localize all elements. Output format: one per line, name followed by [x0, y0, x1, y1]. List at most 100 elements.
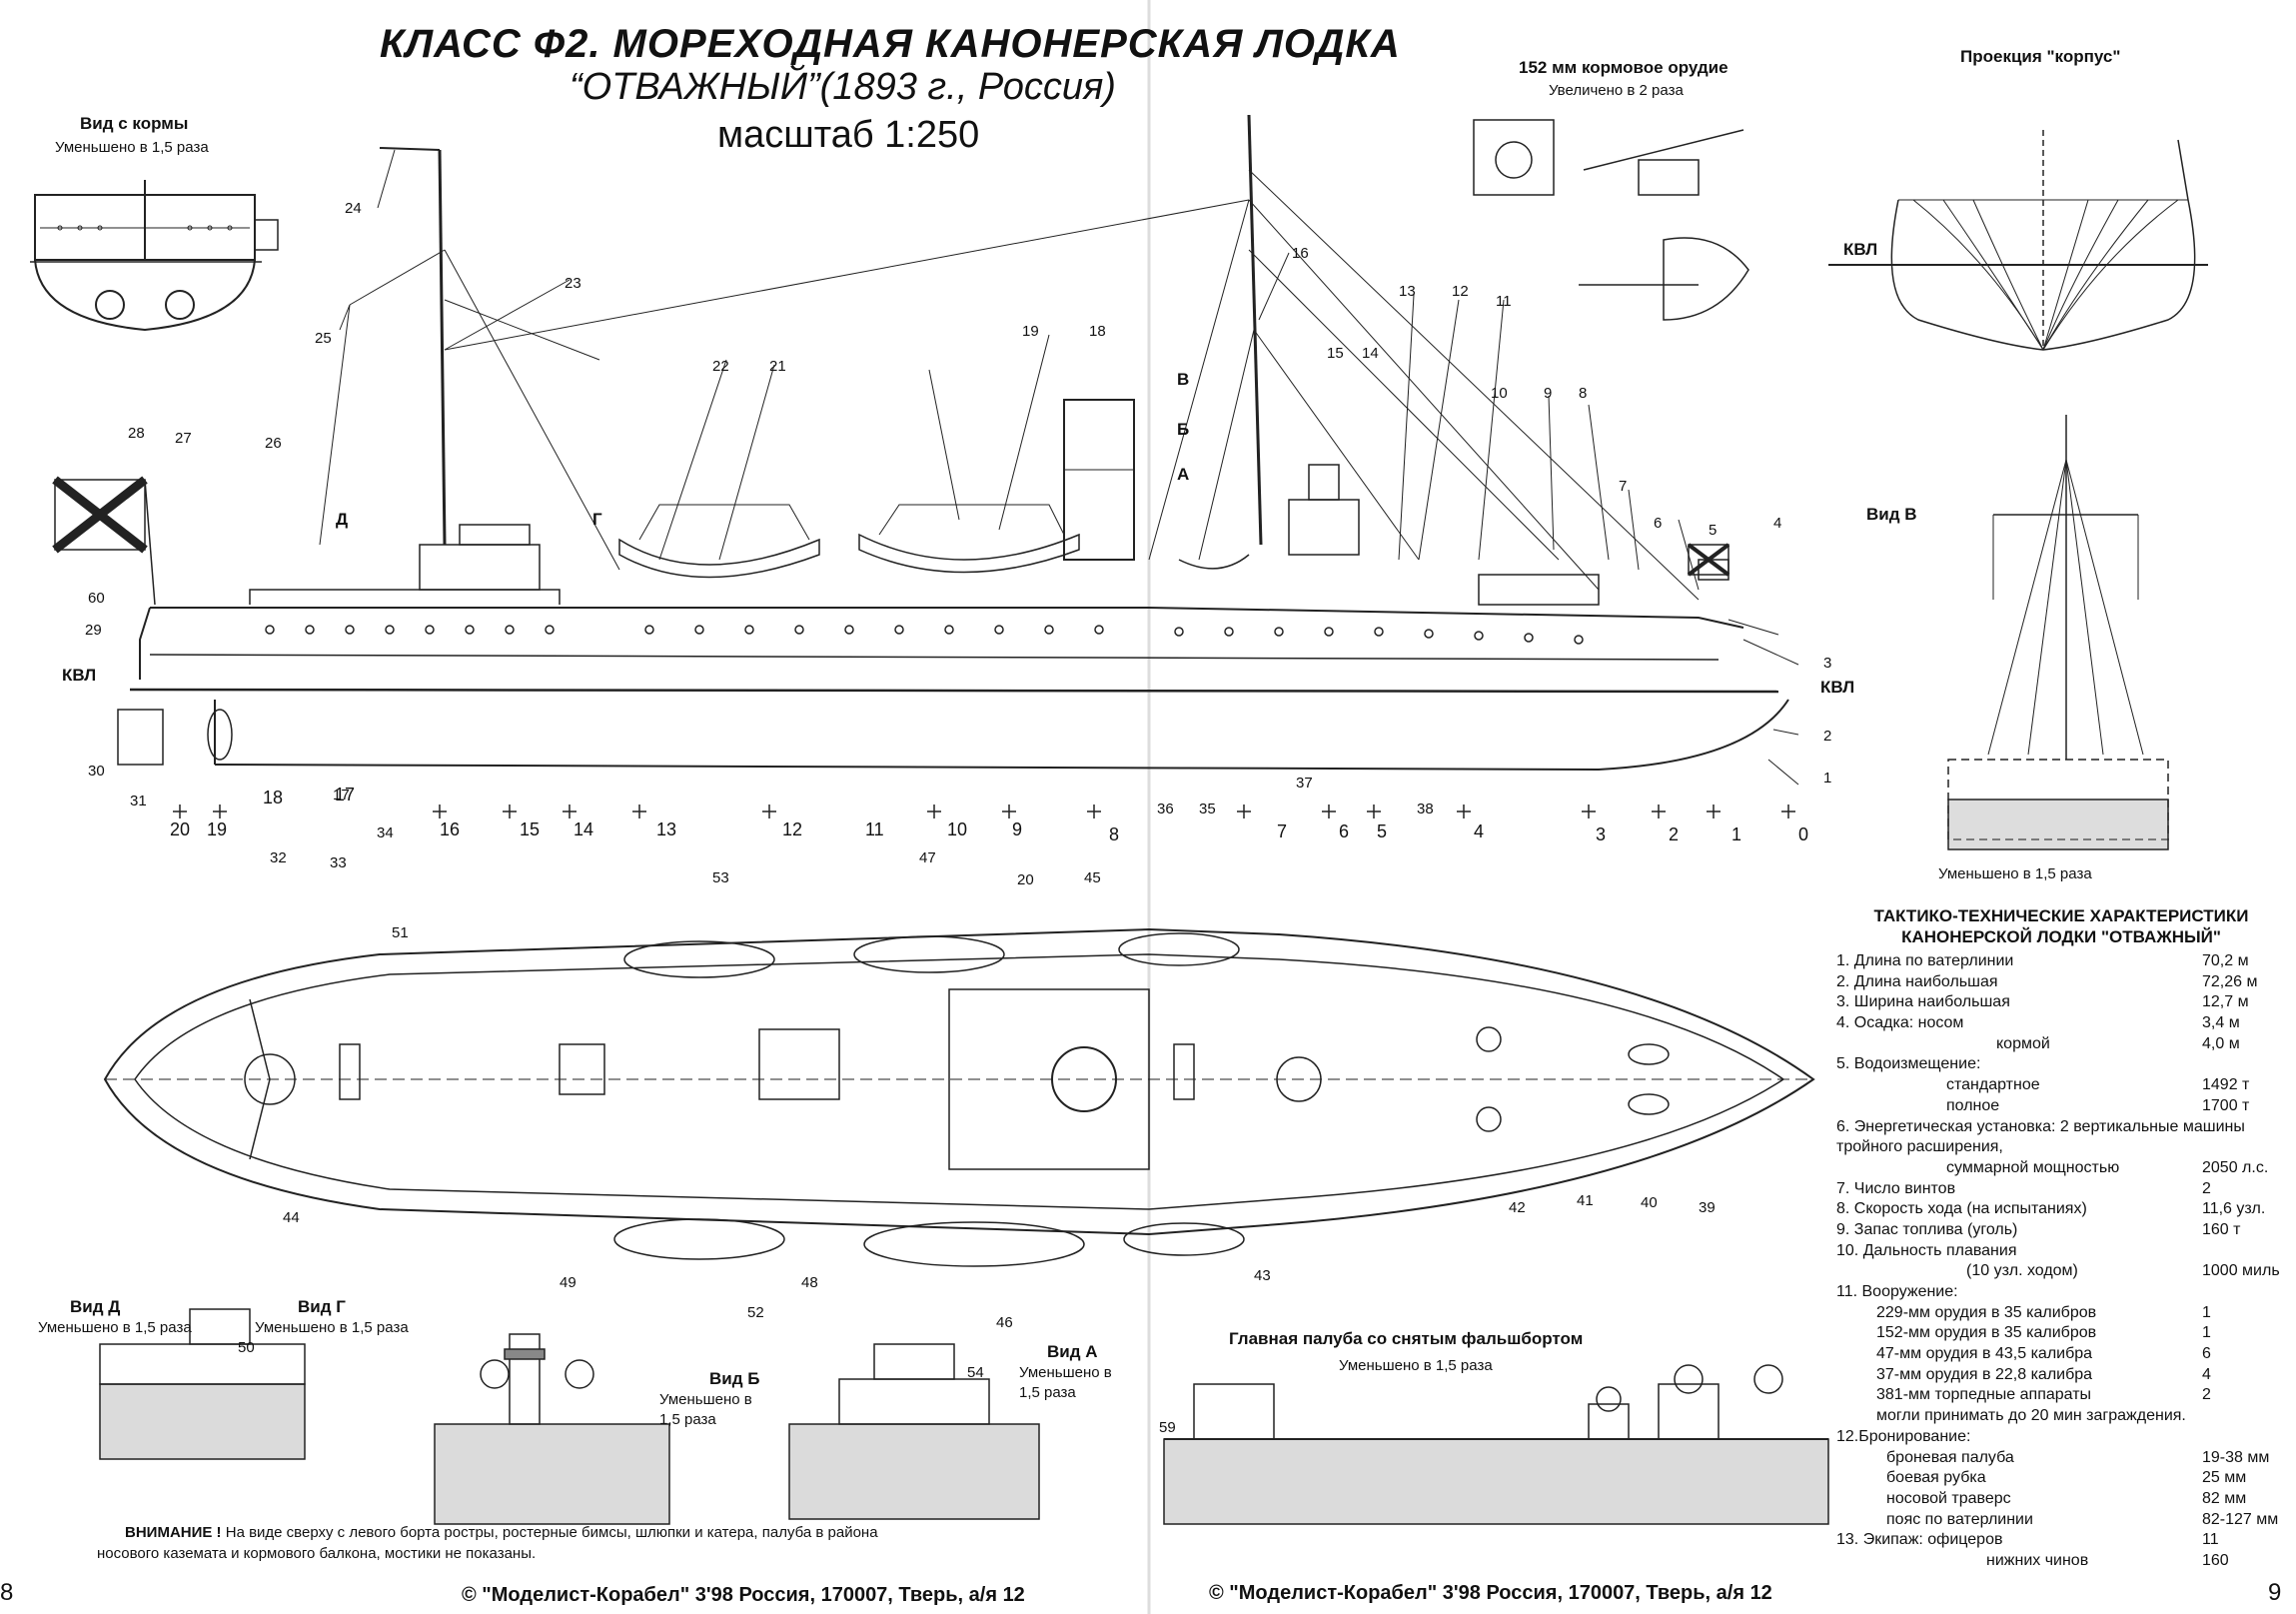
callout: 41 [1577, 1192, 1594, 1209]
spec-key: стандартное [1946, 1076, 2040, 1094]
callout: 19 [1022, 323, 1039, 340]
callout: 49 [560, 1274, 576, 1291]
title-line-1: КЛАСС Ф2. МОРЕХОДНАЯ КАНОНЕРСКАЯ ЛОДКА [380, 22, 1401, 66]
callout: 9 [1544, 385, 1553, 402]
frame-number: 1 [1731, 824, 1742, 844]
spec-key: 4. Осадка: носом [1836, 1014, 1964, 1032]
callout: 13 [1399, 283, 1416, 300]
frame-number: 13 [656, 819, 677, 839]
frame-number: 3 [1596, 824, 1607, 844]
view-b-scale-1: Уменьшено в [659, 1391, 752, 1408]
footer-right: © "Моделист-Корабел" 3'98 Россия, 170007… [1209, 1582, 1772, 1604]
view-v-label: Вид В [1866, 505, 1917, 524]
spec-row: 8. Скорость хода (на испытаниях) 11,6 узл… [1836, 1199, 2286, 1220]
callout: 6 [1654, 515, 1663, 532]
callout: 50 [238, 1339, 255, 1356]
view-b-label: Вид Б [709, 1369, 760, 1388]
title-line-2: “ОТВАЖНЫЙ”(1893 г., Россия) [570, 66, 1116, 108]
callout: 32 [270, 849, 287, 866]
specs-header-2: КАНОНЕРСКОЙ ЛОДКИ "ОТВАЖНЫЙ" [1901, 927, 2221, 946]
callout: 12 [1452, 283, 1469, 300]
callout: 24 [345, 200, 362, 217]
spec-key: (10 узл. ходом) [1966, 1262, 2078, 1280]
view-b-scale-2: 1,5 раза [659, 1411, 716, 1428]
spec-value: 1 [2202, 1303, 2211, 1321]
callout: 51 [392, 924, 409, 941]
warning-label: ВНИМАНИЕ ! [125, 1524, 222, 1541]
spec-value: 160 [2202, 1551, 2229, 1569]
callout: 2 [1823, 728, 1832, 745]
callout: 33 [330, 854, 347, 871]
stern-view-scale: Уменьшено в 1,5 раза [55, 139, 209, 156]
warning-text-2: носового каземата и кормового балкона, м… [97, 1545, 537, 1562]
callout: 22 [712, 358, 729, 375]
spec-row: 11. Вооружение: [1836, 1282, 2286, 1303]
kvl-marker-body-plan: КВЛ [1843, 240, 1878, 259]
frame-number: 10 [947, 819, 968, 839]
callout: 45 [1084, 869, 1101, 886]
small-views-drawing [99, 1308, 1829, 1525]
spec-key: 10. Дальность плавания [1836, 1241, 2017, 1259]
callout: 18 [1089, 323, 1106, 340]
callout: 1 [1823, 770, 1832, 787]
callout: 39 [1699, 1199, 1716, 1216]
spec-value: 2 [2202, 1386, 2211, 1404]
spec-key: 13. Экипаж: офицеров [1836, 1531, 2003, 1549]
spec-value: 82-127 мм [2202, 1510, 2279, 1528]
callout: 37 [1296, 775, 1313, 792]
callout: 26 [265, 435, 282, 452]
callout: 30 [88, 763, 105, 780]
kvl-marker-aft: КВЛ [62, 666, 97, 685]
frame-number: 9 [1012, 819, 1023, 839]
callout: 40 [1641, 1194, 1658, 1211]
callout: 16 [1292, 245, 1309, 262]
spec-key: 8. Скорость хода (на испытаниях) [1836, 1200, 2087, 1218]
stern-view-label: Вид с кормы [80, 114, 189, 133]
callout: 17 [333, 787, 350, 804]
kvl-marker-fwd: КВЛ [1820, 678, 1855, 697]
gun-152-drawing [1473, 119, 1749, 321]
spec-key: 9. Запас топлива (уголь) [1836, 1220, 2018, 1238]
spec-key: 47-мм орудия в 43,5 калибра [1876, 1345, 2093, 1363]
callout: 44 [283, 1209, 300, 1226]
callout: 14 [1362, 345, 1379, 362]
callout-leaders [339, 149, 1799, 786]
view-d-scale: Уменьшено в 1,5 раза [38, 1319, 192, 1336]
view-a-scale-1: Уменьшено в [1019, 1364, 1112, 1381]
view-g-scale: Уменьшено в 1,5 раза [255, 1319, 409, 1336]
spec-key: 152-мм орудия в 35 калибров [1876, 1324, 2097, 1342]
main-deck-label: Главная палуба со снятым фальшбортом [1229, 1329, 1584, 1348]
frame-number: 16 [440, 819, 461, 839]
spec-key: 37-мм орудия в 22,8 калибра [1876, 1365, 2093, 1383]
spec-key: носовой траверс [1886, 1489, 2011, 1507]
spec-key: броневая палуба [1886, 1448, 2014, 1466]
callout: 46 [996, 1314, 1013, 1331]
spec-key: 1. Длина по ватерлинии [1836, 952, 2014, 969]
spec-row: (10 узл. ходом)1000 миль [1836, 1261, 2286, 1282]
spec-value: 11,6 узл. [2202, 1200, 2266, 1218]
callout: 21 [769, 358, 786, 375]
spec-value: 25 мм [2202, 1469, 2247, 1487]
callout: 3 [1823, 655, 1832, 672]
spec-row: тройного расширения, [1836, 1137, 2286, 1158]
spec-key: 381-мм торпедные аппараты [1876, 1386, 2092, 1404]
spec-row: 381-мм торпедные аппараты 2 [1836, 1385, 2286, 1406]
frame-number: 20 [170, 819, 191, 839]
section-marker-g: Г [592, 510, 602, 529]
callout: 35 [1199, 801, 1216, 817]
specs-header-1: ТАКТИКО-ТЕХНИЧЕСКИЕ ХАРАКТЕРИСТИКИ [1873, 906, 2249, 925]
callout: 52 [747, 1304, 764, 1321]
spec-key: 2. Длина наибольшая [1836, 972, 1998, 990]
frame-number: 4 [1474, 821, 1485, 841]
frame-number: 12 [782, 819, 803, 839]
page-number-left: 8 [0, 1579, 14, 1606]
frame-number: 7 [1277, 821, 1288, 841]
